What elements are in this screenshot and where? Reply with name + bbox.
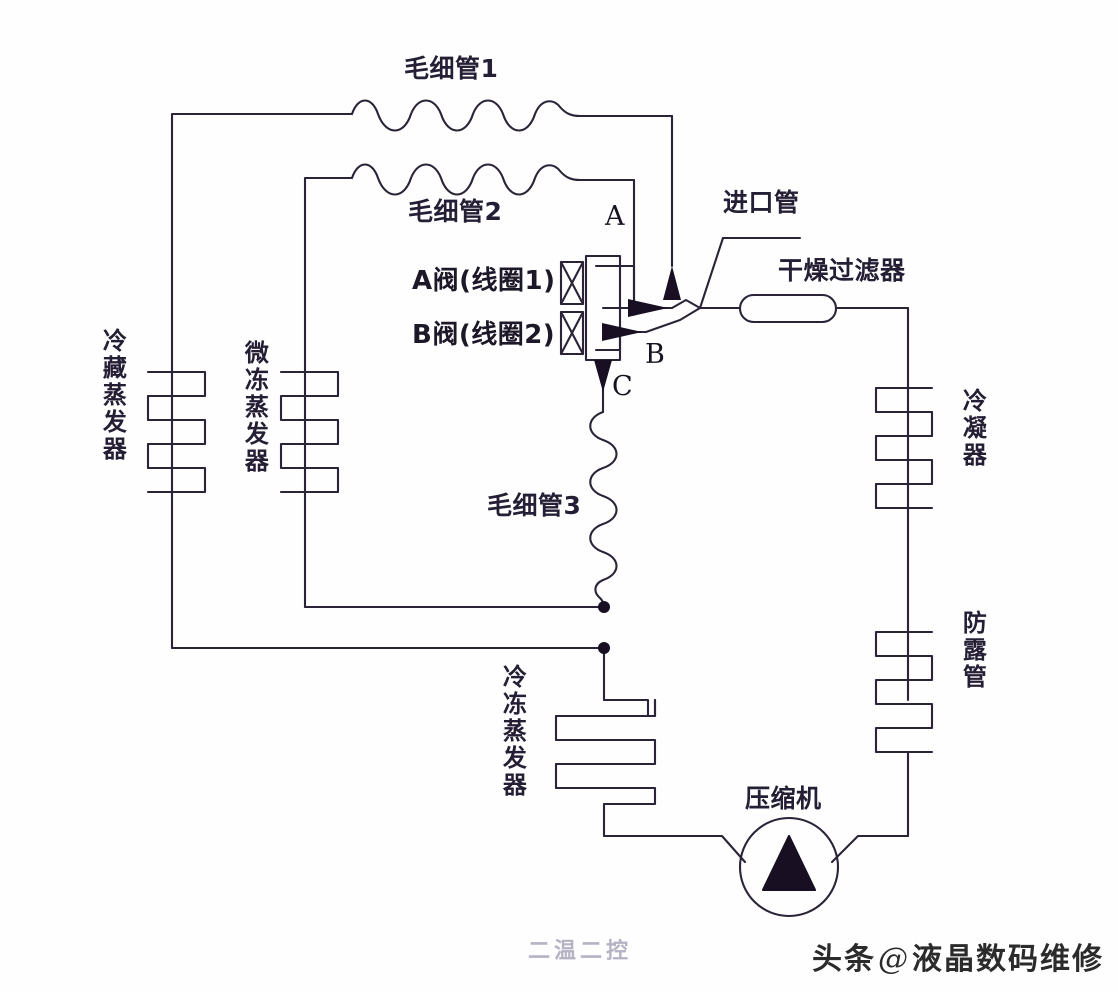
port-b-label: B [645, 339, 666, 370]
watermark-at-icon: @ [878, 942, 910, 977]
inlet-pipe-label: 进口管 [723, 188, 800, 217]
valve-a-label: A阀(线圈1) [412, 266, 556, 296]
dry-filter-label: 干燥过滤器 [778, 256, 906, 285]
watermark-prefix: 头条 [812, 942, 876, 977]
junction-dot-upper [598, 601, 610, 613]
inlet-pipe-leader-slant [698, 236, 725, 310]
junction-dot-lower [598, 642, 610, 654]
compressor-label: 压缩机 [745, 784, 822, 813]
port-c-label: C [612, 371, 634, 402]
watermark-account: 液晶数码维修 [912, 942, 1104, 977]
port-a-label: A [605, 201, 625, 232]
capillary-tube-3-path [589, 390, 618, 609]
freezer-evaporator-label: 冷冻蒸发器 [498, 664, 527, 799]
capillary-tube-1-path [170, 99, 674, 374]
port-b-arrow-lower [602, 323, 642, 341]
port-c-arrow [594, 360, 612, 392]
freezer-evaporator-coil [554, 646, 657, 838]
port-a-arrow [663, 266, 681, 300]
solenoid-coil-1-symbol [559, 260, 585, 306]
diagram-caption: 二温二控 [528, 939, 633, 964]
condenser-coil [874, 386, 934, 634]
softfreeze-evaporator-label: 微冻蒸发器 [240, 340, 269, 475]
compressor-symbol [602, 816, 910, 918]
solenoid-coil-2-symbol [559, 310, 585, 356]
capillary-tube-2-label: 毛细管2 [408, 197, 503, 226]
compressor-discharge-line [830, 834, 910, 864]
inlet-pipe-path [644, 236, 802, 334]
anti-dew-pipe-label: 防露管 [958, 610, 987, 691]
compressor-suction-line [602, 834, 747, 864]
anti-dew-pipe-coil [874, 630, 934, 838]
capillary-tube-1-label: 毛细管1 [404, 54, 499, 83]
watermark: 头条@液晶数码维修 [812, 934, 1104, 978]
capillary-tube-3-label: 毛细管3 [487, 491, 582, 520]
valve-b-label: B阀(线圈2) [412, 320, 556, 350]
softfreeze-evaporator-coil [279, 370, 340, 609]
condenser-label: 冷凝器 [958, 388, 987, 469]
fridge-evaporator-label: 冷藏蒸发器 [98, 328, 127, 463]
fridge-evaporator-coil [146, 370, 207, 650]
dry-filter-body [738, 293, 910, 390]
port-b-arrow-upper [628, 299, 668, 317]
